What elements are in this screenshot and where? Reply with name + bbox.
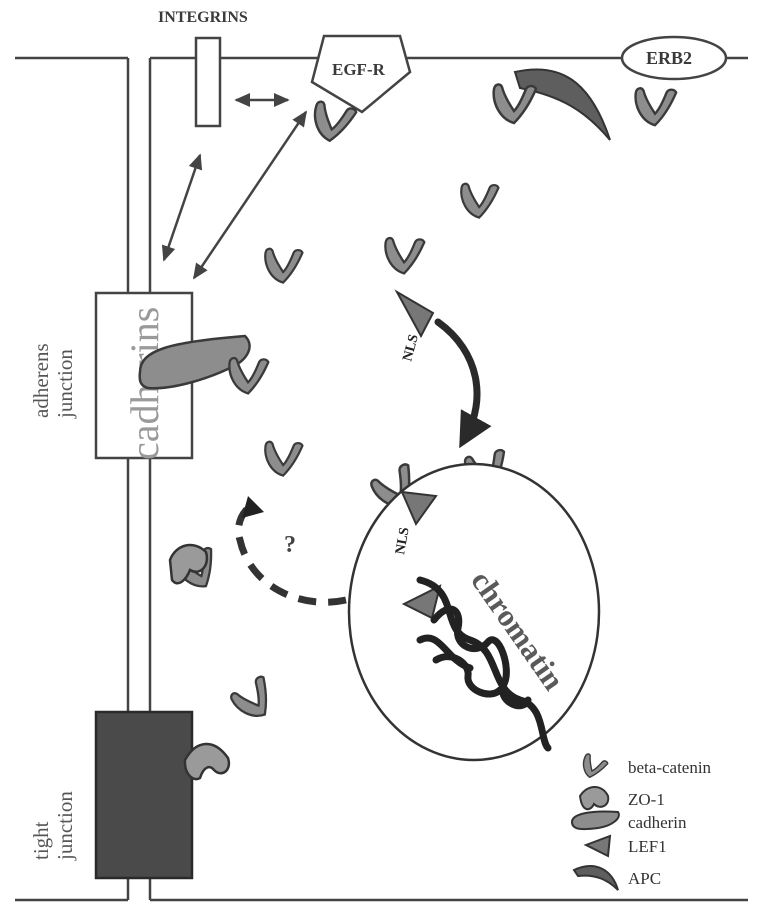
nls-cytoplasm-label: NLS <box>400 333 422 363</box>
nuclear-import-arrow <box>438 322 477 436</box>
integrin-receptor: INTEGRINS <box>158 9 248 126</box>
beta-catenin-erb2 <box>636 88 677 125</box>
arrow-integrin-cadherin <box>164 155 200 260</box>
legend: beta-catenin ZO-1 cadherin LEF1 APC <box>572 753 712 890</box>
beta-catenin-apc <box>494 85 536 123</box>
beta-catenin-free-2 <box>265 249 302 283</box>
beta-catenin-free-5 <box>229 674 281 725</box>
beta-catenin-free-1 <box>461 184 498 218</box>
tight-junction: tight junction <box>29 712 192 878</box>
beta-catenin-cadherin <box>229 358 268 393</box>
tight-label-line2: junction <box>53 791 77 861</box>
beta-catenin-free-3 <box>385 238 424 273</box>
erb2-receptor: ERB2 <box>622 37 726 79</box>
nls-cytoplasm-group: NLS <box>397 292 433 363</box>
egfr-label: EGF-R <box>332 60 386 79</box>
adherens-label-line1: adherens <box>29 343 53 418</box>
legend-label-beta-catenin: beta-catenin <box>628 758 712 777</box>
nucleus: NLS chromatin <box>349 464 599 760</box>
adherens-label-line2: junction <box>53 349 77 419</box>
legend-item-apc: APC <box>574 866 661 890</box>
adherens-junction: cadherins adherens junction <box>29 293 250 460</box>
crosstalk-arrows <box>164 100 306 278</box>
legend-item-zo1: ZO-1 <box>580 787 665 809</box>
legend-label-apc: APC <box>628 869 661 888</box>
lef1-cytoplasm <box>397 292 433 336</box>
dashed-arrow-head <box>242 496 264 518</box>
degradation-path: ? <box>238 496 346 602</box>
question-mark: ? <box>284 532 296 558</box>
erb2-label: ERB2 <box>646 48 692 68</box>
legend-item-lef1: LEF1 <box>586 836 667 856</box>
legend-item-beta-catenin: beta-catenin <box>579 753 712 781</box>
tight-label-line1: tight <box>29 821 53 860</box>
legend-item-cadherin: cadherin <box>572 811 687 832</box>
egf-receptor: EGF-R <box>312 36 410 112</box>
zo1-tight-junction <box>185 744 229 779</box>
beta-catenin-free-4 <box>265 442 302 476</box>
integrins-label: INTEGRINS <box>158 9 248 26</box>
arrow-egfr-cadherin <box>194 112 306 278</box>
beta-catenin-egfr <box>311 101 357 144</box>
legend-label-lef1: LEF1 <box>628 837 667 856</box>
legend-label-cadherin: cadherin <box>628 813 687 832</box>
legend-label-zo1: ZO-1 <box>628 790 665 809</box>
